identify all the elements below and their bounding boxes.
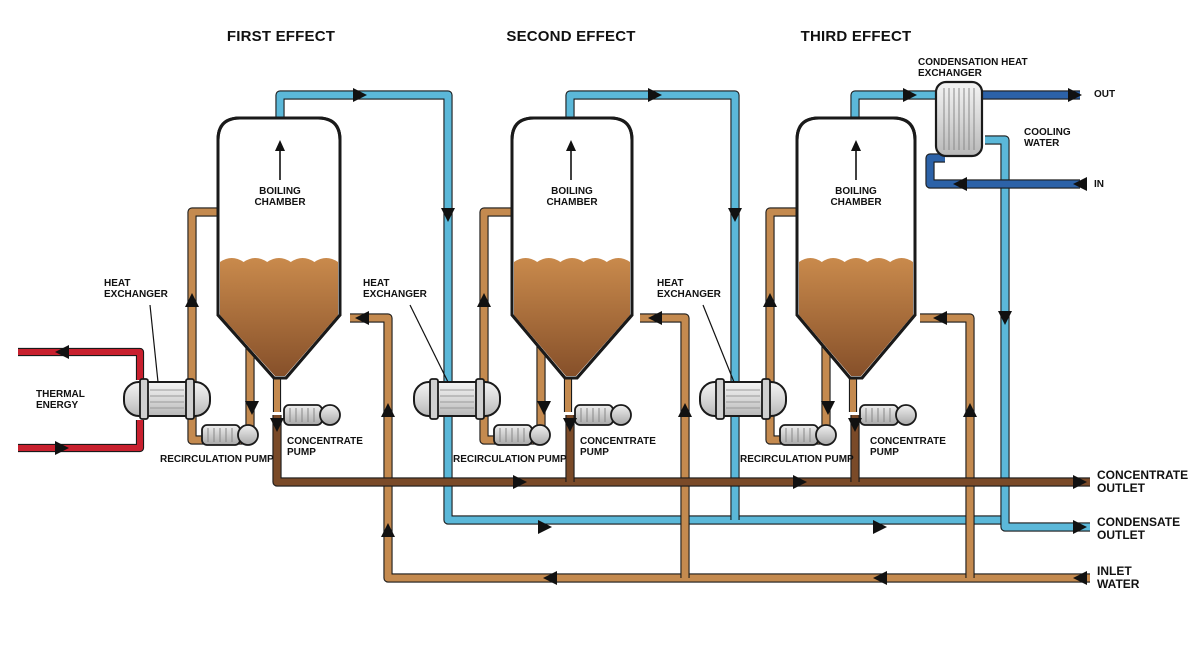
- arrow-recirc-down-2: [537, 401, 551, 415]
- vessel-outline: [216, 116, 342, 380]
- cooling-water-in-line: [925, 153, 1080, 189]
- arrow-inlet-3: [543, 571, 557, 585]
- arrow-conc-down-3: [848, 418, 862, 432]
- arrow-concentrate-1: [513, 475, 527, 489]
- vessels: [216, 116, 917, 380]
- arrow-feed-3: [933, 311, 947, 325]
- arrow-recirc-down-3: [821, 401, 835, 415]
- arrow-thermal-supply: [55, 345, 69, 359]
- arrow-recirc-2: [477, 293, 491, 307]
- arrow-concentrate-2: [793, 475, 807, 489]
- recirculation-pump-2: [493, 424, 551, 446]
- vapor-arrow-head: [275, 140, 285, 151]
- concentrate-pump-3: [859, 404, 917, 426]
- recirculation-pump-2-label: RECIRCULATION PUMP: [453, 454, 567, 465]
- arrow-inlet-2: [873, 571, 887, 585]
- vapor-arrow-head: [566, 140, 576, 151]
- boiling-chamber-3: [795, 116, 917, 380]
- cooling-in-label: IN: [1094, 179, 1104, 190]
- recirculation-pump-1-label: RECIRCULATION PUMP: [160, 454, 274, 465]
- heat-exchanger-leader: [702, 304, 735, 383]
- condensate-line-1: [275, 90, 1005, 525]
- arrow-steam-1: [353, 88, 367, 102]
- concentrate-pump-2: [574, 404, 632, 426]
- condensation-heat-exchanger: [934, 80, 984, 158]
- arrow-conc-down-2: [563, 418, 577, 432]
- arrow-inlet-up-4: [963, 403, 977, 417]
- arrow-inlet-up-2: [381, 403, 395, 417]
- equipment: [123, 80, 984, 446]
- heat-exchanger-leader: [409, 304, 449, 383]
- arrow-cooling-in: [1073, 177, 1087, 191]
- arrow-recirc-down-1: [245, 401, 259, 415]
- cooling-out-label: OUT: [1094, 89, 1116, 100]
- vessel-outline: [510, 116, 634, 380]
- concentrate-outlet-line: [272, 415, 1090, 487]
- arrow-recirc-1: [185, 293, 199, 307]
- arrow-inlet-up-1: [381, 523, 395, 537]
- arrow-steam-2: [648, 88, 662, 102]
- arrow-condensate-down: [998, 311, 1012, 325]
- arrow-cooling-in-2: [953, 177, 967, 191]
- steam-line-3: [850, 90, 935, 118]
- inlet-water-main: [350, 313, 1090, 583]
- arrow-inlet-1: [1073, 571, 1087, 585]
- boiling-chamber-1: [216, 116, 342, 380]
- thermal-energy-return-line: [18, 420, 145, 453]
- third-effect-title: THIRD EFFECT: [800, 28, 912, 45]
- concentrate-pump-1: [283, 404, 341, 426]
- vessel-liquid: [514, 258, 630, 376]
- arrow-steam-down-1: [441, 208, 455, 222]
- heat-exchanger-3: [699, 304, 787, 420]
- arrow-inlet-up-3: [678, 403, 692, 417]
- first-effect-title: FIRST EFFECT: [226, 28, 336, 45]
- heat-exchanger-2: [409, 304, 501, 420]
- arrow-thermal-return: [55, 441, 69, 455]
- arrow-condensate-1: [538, 520, 552, 534]
- boiling-chamber-2: [510, 116, 634, 380]
- vessel-liquid: [220, 258, 338, 376]
- heat-exchanger-1: [123, 304, 211, 420]
- arrow-conc-down-1: [270, 418, 284, 432]
- thermal-energy-supply-line: [18, 347, 145, 380]
- arrow-condensate-3: [1073, 520, 1087, 534]
- flow-arrows: [55, 88, 1087, 585]
- vessel-outline: [795, 116, 917, 380]
- arrow-steam-down-2: [728, 208, 742, 222]
- arrow-concentrate-3: [1073, 475, 1087, 489]
- heat-exchanger-leader: [149, 304, 159, 383]
- recirculation-pump-3: [779, 424, 837, 446]
- arrow-steam-3: [903, 88, 917, 102]
- arrow-feed-1: [355, 311, 369, 325]
- arrow-condensate-2: [873, 520, 887, 534]
- vessel-liquid: [799, 258, 913, 376]
- arrow-feed-2: [648, 311, 662, 325]
- vapor-arrow-head: [851, 140, 861, 151]
- condensate-outlet-line: [985, 135, 1090, 532]
- arrow-recirc-3: [763, 293, 777, 307]
- recirculation-pump-3-label: RECIRCULATION PUMP: [740, 454, 854, 465]
- recirculation-pump-1: [201, 424, 259, 446]
- second-effect-title: SECOND EFFECT: [506, 28, 636, 45]
- arrow-cooling-out: [1068, 88, 1082, 102]
